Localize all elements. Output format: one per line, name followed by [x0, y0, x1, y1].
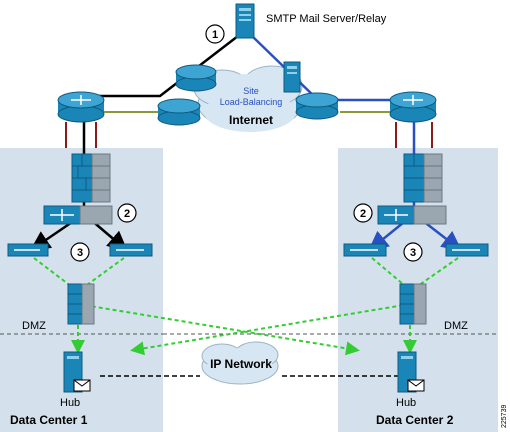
dc2-label: Data Center 2 — [376, 413, 454, 427]
hub-server-dc2-icon — [397, 351, 425, 393]
firewall-dc1-icon — [71, 153, 111, 203]
step-2-left-marker: 2 — [117, 203, 137, 223]
smtp-server-label: SMTP Mail Server/Relay — [266, 13, 387, 25]
edge-router-left-icon — [57, 91, 105, 123]
load-balancer-dc1-left-icon — [7, 243, 49, 257]
edge-links-right — [340, 111, 433, 148]
cloud-router-top-icon — [175, 64, 217, 92]
load-balancer-dc2-left-icon — [343, 243, 387, 257]
cloud-router-right-icon — [295, 92, 339, 120]
load-balancer-dc1-right-icon — [109, 243, 153, 257]
core-switch-dc2-icon — [377, 205, 447, 225]
site-lb-label-1: Site — [243, 86, 259, 96]
step-3-right-marker: 3 — [403, 242, 423, 262]
step-3-left-marker: 3 — [70, 242, 90, 262]
dmz-label-left: DMZ — [22, 320, 46, 332]
svg-text:1: 1 — [212, 29, 218, 41]
dmz-firewall-dc2-icon — [399, 283, 427, 325]
edge-router-right-icon — [389, 91, 437, 123]
figure-id: 225739 — [501, 405, 508, 428]
firewall-dc2-icon — [403, 153, 443, 203]
hub-server-dc1-icon — [63, 351, 91, 393]
dc1-label: Data Center 1 — [10, 413, 88, 427]
core-switch-dc1-icon — [43, 205, 113, 225]
hub-label-left: Hub — [60, 397, 80, 409]
site-lb-label-2: Load-Balancing — [220, 97, 283, 107]
dmz-firewall-dc1-icon — [67, 283, 95, 325]
relay-server-icon — [283, 61, 301, 93]
ip-network-label: IP Network — [210, 357, 272, 371]
hub-label-right: Hub — [396, 397, 416, 409]
dmz-label-right: DMZ — [444, 320, 468, 332]
load-balancer-dc2-right-icon — [445, 243, 489, 257]
svg-text:2: 2 — [360, 208, 366, 220]
ip-network-cloud — [201, 341, 279, 385]
step-2-right-marker: 2 — [353, 203, 373, 223]
cloud-router-left-icon — [157, 98, 201, 126]
smtp-server-icon — [235, 3, 255, 39]
edge-links-left — [65, 111, 160, 148]
step-1-marker: 1 — [205, 24, 225, 44]
svg-text:3: 3 — [77, 247, 83, 259]
svg-text:3: 3 — [410, 247, 416, 259]
svg-text:2: 2 — [124, 208, 130, 220]
internet-label: Internet — [229, 113, 273, 127]
